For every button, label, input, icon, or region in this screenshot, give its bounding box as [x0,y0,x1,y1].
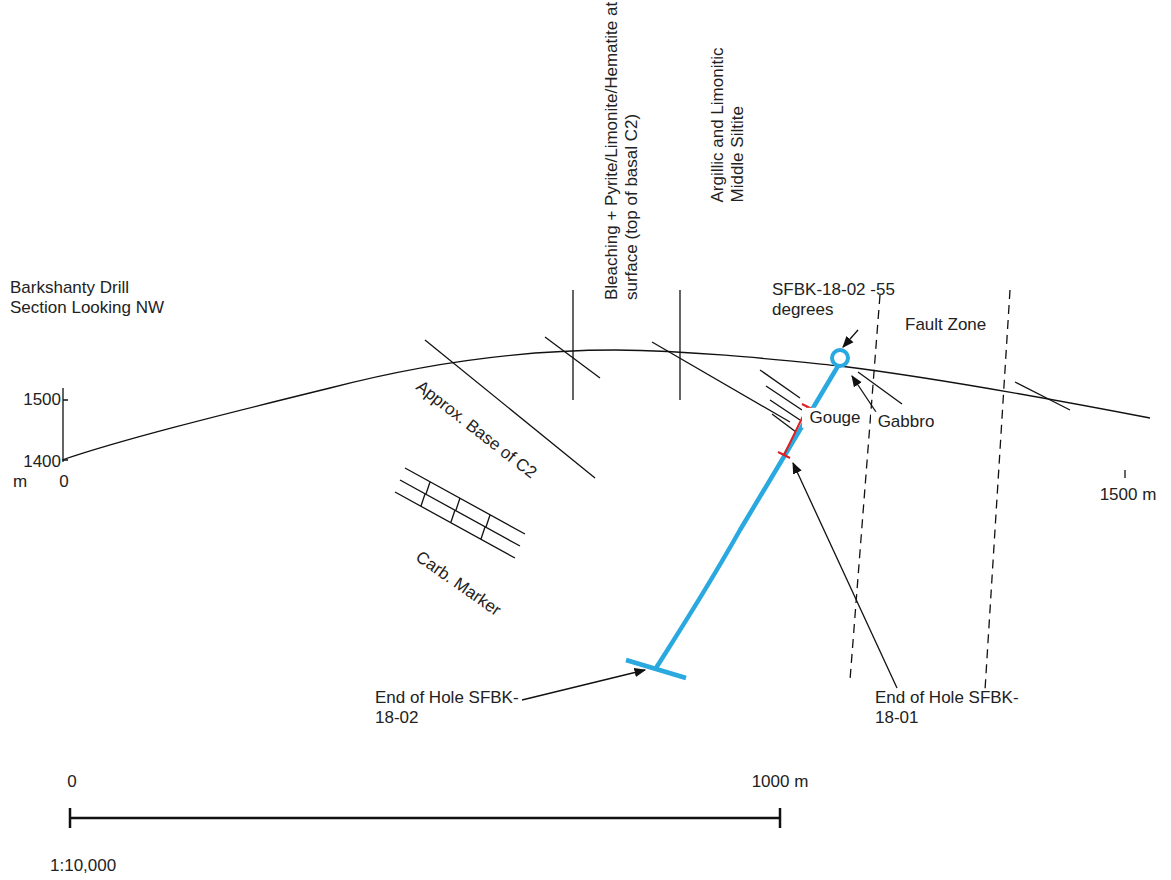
contact-line [679,290,680,400]
zone-label: Fault Zone [905,315,1015,335]
fault-line [850,295,880,680]
rock-label: Gouge [802,408,868,428]
scale-value: 1000 m [735,772,825,792]
leader-arrow [522,670,645,700]
alteration-note: Bleaching + Pyrite/Limonite/Hematite at … [602,0,643,300]
distance-value: 1500 m [1093,485,1163,505]
carbonate-marker [395,468,525,558]
scale-value: 0 [57,772,87,792]
contact-line [572,290,573,400]
section-title: Barkshanty Drill Section Looking NW [10,278,190,319]
unit-contact-label: Approx. Base of C2 [395,363,557,496]
leader-arrow [793,463,897,688]
elevation-unit: m [10,472,30,492]
leader-arrow [843,330,858,347]
marker-label: Carb. Marker [399,538,517,629]
bedding-line [772,414,796,432]
bedding-line [858,372,902,404]
rock-label: Gabbro [871,412,941,432]
distance-tick [1124,470,1125,478]
ground-surface [62,350,1150,460]
bedding-line [766,386,802,410]
leader-arrow [852,376,876,412]
end-of-hole-label: End of Hole SFBK-18-01 [875,688,1025,729]
alteration-note: Argillic and Limonitic Middle Siltite [708,8,749,203]
end-of-hole-bar [626,660,686,678]
distance-value: 0 [54,472,74,492]
bedding-line [652,342,790,422]
bedding-line [1015,382,1070,410]
bedding-line [770,400,800,420]
fault-line [985,290,1010,690]
hole-label: SFBK-18-02 -55 degrees [772,280,912,321]
bedding-line [760,370,800,398]
end-of-hole-label: End of Hole SFBK-18-02 [375,688,525,729]
scale-bar [70,808,780,828]
elevation-value: 1500 [11,390,61,410]
drill-collar [832,350,848,366]
elevation-value: 1400 [11,452,61,472]
elevation-axis [63,388,68,462]
scale-ratio: 1:10,000 [50,856,150,876]
